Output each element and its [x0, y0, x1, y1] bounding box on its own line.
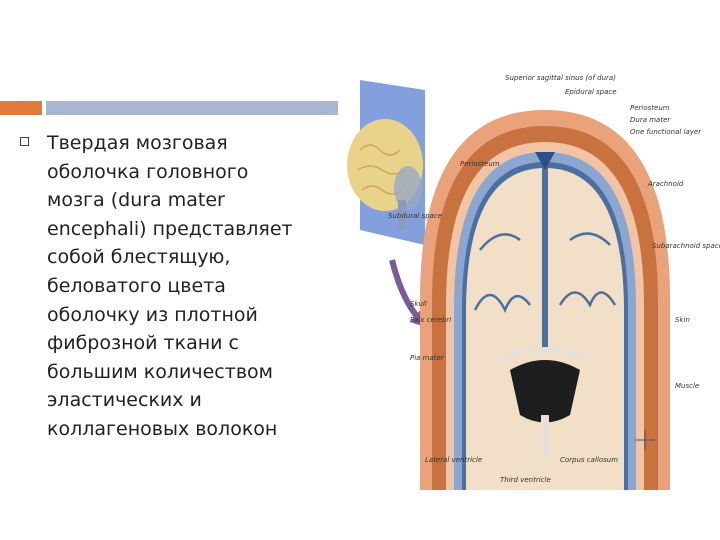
label-superior-sinus: Superior sagittal sinus (of dura) — [505, 74, 616, 82]
label-corpus-callosum: Corpus callosum — [560, 456, 618, 464]
label-skin: Skin — [675, 316, 690, 324]
accent-bar-blue — [46, 101, 338, 115]
third-ventricle — [541, 415, 549, 455]
label-one-functional: One functional layer — [630, 128, 702, 136]
label-lateral-ventricle: Lateral ventricle — [425, 456, 482, 464]
brain-thumbnail — [347, 80, 425, 245]
falx-cerebri — [542, 168, 548, 350]
label-periosteum-left: Periosteum — [460, 160, 500, 168]
label-falx: Falx cerebri — [410, 316, 451, 324]
body-text: Твердая мозговая оболочка головного мозг… — [47, 132, 293, 440]
label-muscle: Muscle — [675, 382, 699, 390]
label-skull: Skull — [410, 300, 427, 308]
thumbnail-cerebellum — [394, 166, 422, 210]
bullet-square-icon — [20, 137, 29, 146]
label-dura-mater: Dura mater — [630, 116, 671, 124]
label-periosteum-top: Periosteum — [630, 104, 670, 112]
head-section — [420, 110, 670, 490]
label-subdural: Subdural space — [388, 212, 442, 220]
orientation-compass-icon — [635, 430, 655, 450]
meninges-illustration: Superior sagittal sinus (of dura) Epidur… — [347, 74, 720, 490]
lateral-ventricle — [510, 360, 580, 423]
pointer-arrow — [389, 259, 423, 323]
label-third-ventricle: Third ventricle — [500, 476, 551, 484]
label-pia: Pia mater — [410, 354, 445, 362]
label-subarachnoid: Subarachnoid space — [652, 242, 720, 250]
superior-sagittal-sinus — [535, 152, 555, 170]
corpus-callosum — [498, 347, 592, 363]
accent-bar-orange — [0, 101, 42, 115]
label-arachnoid: Arachnoid — [647, 180, 684, 188]
meninges-diagram: Superior sagittal sinus (of dura) Epidur… — [330, 70, 720, 500]
thumbnail-brainstem — [398, 200, 406, 230]
label-epidural: Epidural space — [565, 88, 617, 96]
